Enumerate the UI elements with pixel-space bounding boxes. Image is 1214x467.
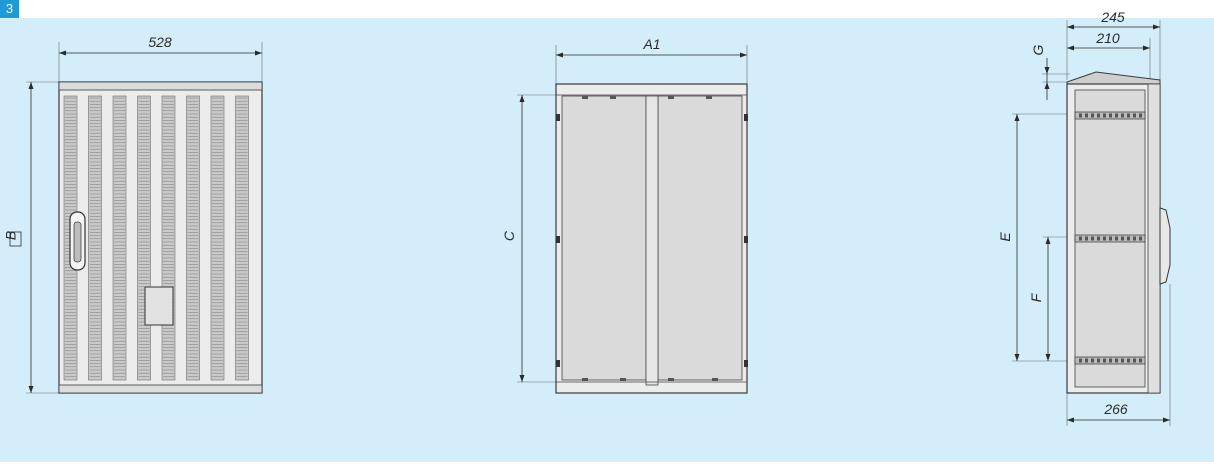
side-lock-housing[interactable] xyxy=(1159,207,1171,285)
clip xyxy=(620,378,626,381)
side-door-profile xyxy=(1147,83,1161,394)
clip xyxy=(556,236,560,243)
clip xyxy=(610,96,616,99)
mounting-plate-left xyxy=(561,95,647,381)
din-rail xyxy=(1074,234,1146,243)
figure-number-badge: 3 xyxy=(0,0,19,18)
side-din-rails xyxy=(1074,111,1146,365)
vent-column xyxy=(88,95,102,381)
mounting-plate-right xyxy=(657,95,743,381)
top-offset-label: G xyxy=(1030,44,1046,55)
inspection-window xyxy=(144,286,174,326)
front-height-label: B xyxy=(3,231,19,240)
vent-column xyxy=(186,95,200,381)
mounting-clips xyxy=(556,96,748,381)
outer-depth-label: 245 xyxy=(1100,9,1125,25)
front-top-rim xyxy=(58,81,263,91)
clip xyxy=(668,96,674,99)
side-view: 245 210 G E F xyxy=(997,9,1171,426)
vent-column xyxy=(161,95,176,381)
clip xyxy=(744,360,748,367)
clip xyxy=(582,96,588,99)
clip xyxy=(556,114,560,121)
clip xyxy=(556,360,560,367)
vent-column xyxy=(235,95,249,381)
rail-span-label: E xyxy=(997,232,1013,242)
clip xyxy=(668,378,674,381)
lower-rail-span-label: F xyxy=(1028,292,1044,302)
clip xyxy=(582,378,588,381)
inner-depth-label: 210 xyxy=(1095,30,1120,46)
inner-view: A1 C xyxy=(501,36,748,394)
clip xyxy=(744,236,748,243)
inner-width-label: A1 xyxy=(642,36,660,52)
vent-column xyxy=(112,95,127,381)
clip xyxy=(744,114,748,121)
front-width-label: 528 xyxy=(148,34,172,50)
clip xyxy=(712,378,718,381)
clip xyxy=(706,96,712,99)
door-handle-grip xyxy=(73,221,82,263)
vent-column xyxy=(210,95,225,381)
din-rail xyxy=(1074,111,1146,120)
front-bottom-rim xyxy=(58,384,263,394)
front-height-label-box xyxy=(9,231,22,247)
center-rail xyxy=(645,95,659,386)
inner-height-label: C xyxy=(501,230,517,241)
vent-column xyxy=(137,95,151,381)
base-depth-label: 266 xyxy=(1103,401,1128,417)
din-rail xyxy=(1074,356,1146,365)
front-view: 528 B xyxy=(3,34,263,394)
